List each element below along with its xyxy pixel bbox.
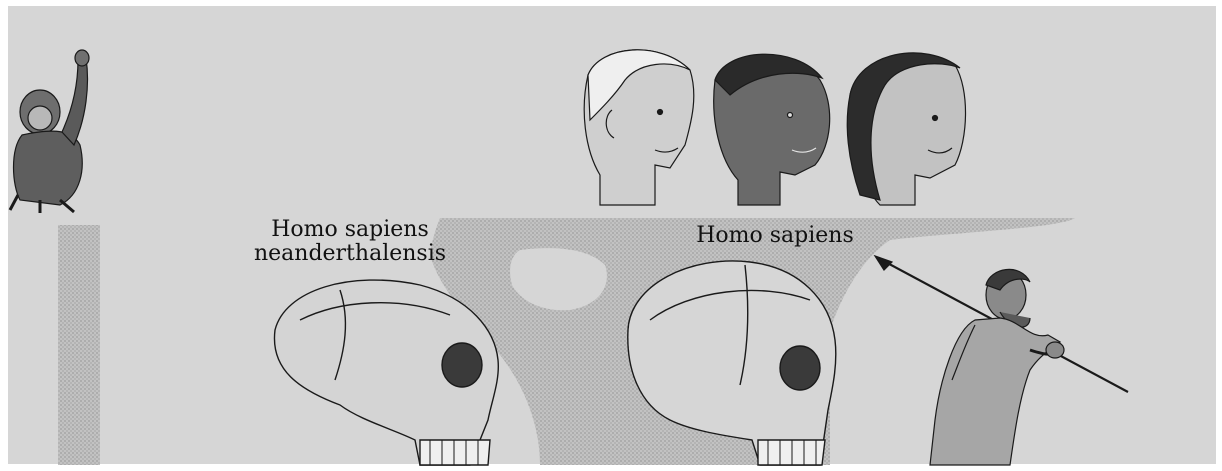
neanderthal-label-line-2: neanderthalensis xyxy=(245,242,455,266)
chimp-lineage-branch xyxy=(58,225,100,465)
homo-sapiens-label: Homo sapiens xyxy=(690,224,860,248)
neanderthal-label-line-1: Homo sapiens xyxy=(245,218,455,242)
neanderthal-label: Homo sapiens neanderthalensis xyxy=(245,218,455,266)
